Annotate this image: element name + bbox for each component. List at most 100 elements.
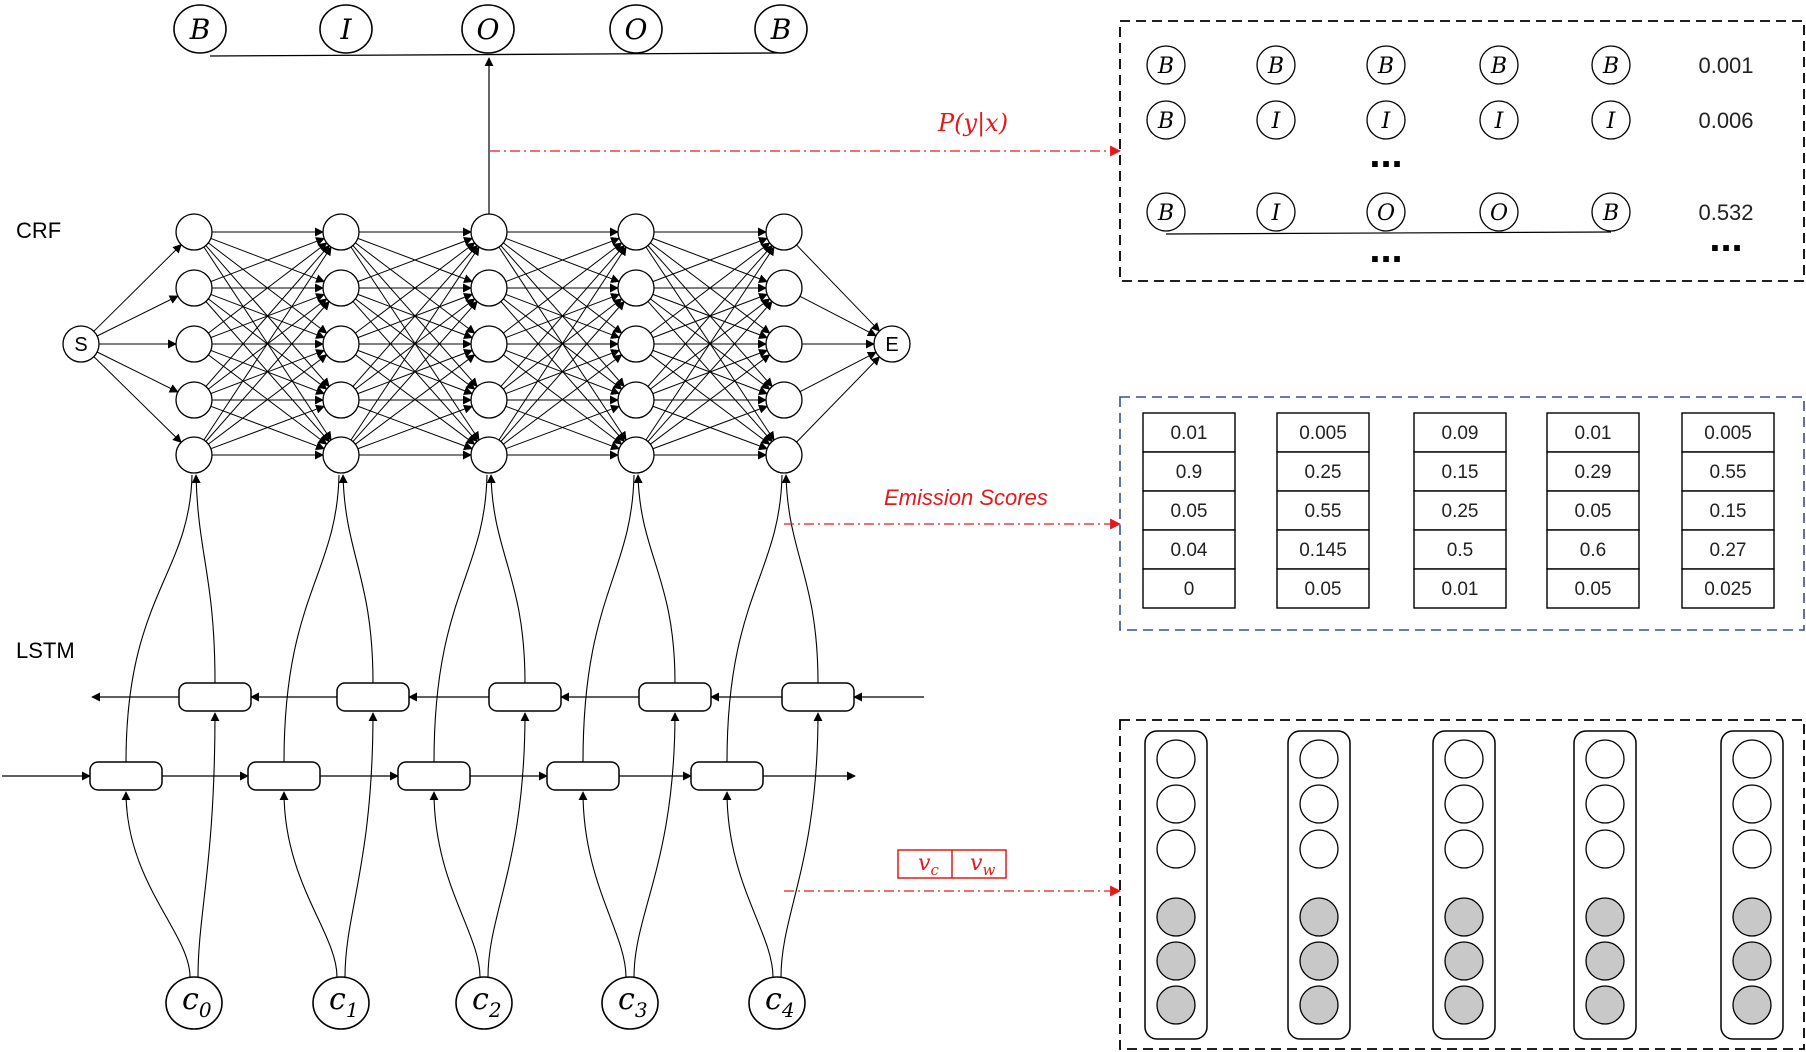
input-char-label: c2 <box>472 982 502 1022</box>
path-tag-node <box>1479 192 1519 232</box>
crf-node <box>322 381 360 419</box>
crf-node <box>322 269 360 307</box>
input-char-node <box>455 976 513 1030</box>
lstm-forward-cell <box>247 761 321 791</box>
input-to-backward-wire <box>633 712 680 978</box>
path-tag-node <box>1591 192 1631 232</box>
path-tag-node <box>1366 45 1406 85</box>
output-tag-node <box>173 4 227 54</box>
path-tag-node <box>1366 100 1406 140</box>
emission-score-value: 0.05 <box>1575 501 1612 522</box>
path-tag-label: B <box>1157 109 1174 134</box>
emission-score-cell <box>1276 412 1370 453</box>
path-probability-value: 0.001 <box>1698 53 1753 78</box>
transition-edge <box>650 242 771 334</box>
transition-edge <box>650 354 771 445</box>
path-tag-node <box>1146 192 1186 232</box>
crf-node <box>175 213 213 251</box>
lstm-backward-cell <box>488 682 562 712</box>
char-embedding-unit <box>1299 829 1339 869</box>
end-transition-edge <box>796 244 881 332</box>
crf-node <box>617 436 655 474</box>
input-to-backward-wire <box>487 712 530 978</box>
path-tag-node <box>1256 192 1296 232</box>
emission-score-value: 0.29 <box>1575 462 1612 483</box>
path-tag-label: B <box>1267 54 1284 79</box>
crf-node <box>765 325 803 363</box>
lstm-backward-cell <box>781 682 855 712</box>
emission-score-cell <box>1546 451 1640 492</box>
path-tag-label: O <box>1377 201 1395 226</box>
word-embedding-unit <box>1585 941 1625 981</box>
end-transition-edge <box>799 351 877 393</box>
path-tag-node <box>1366 192 1406 232</box>
end-transition-edge <box>799 295 877 337</box>
crf-node <box>322 325 360 363</box>
forward-to-crf-wire <box>582 474 635 763</box>
bilstm-layer <box>2 682 924 791</box>
path-tag-label: I <box>1271 109 1282 134</box>
ellipsis-dots: ... <box>1709 216 1742 260</box>
transition-edge <box>210 237 326 283</box>
probability-label: P(y|x) <box>937 109 1008 138</box>
transition-edge <box>500 300 625 442</box>
input-char-node <box>165 976 223 1030</box>
emission-score-cell <box>1142 529 1236 570</box>
lstm-backward-cell <box>336 682 410 712</box>
emission-score-value: 0.05 <box>1171 501 1208 522</box>
forward-to-crf-wire <box>125 474 193 763</box>
path-tag-node <box>1256 100 1296 140</box>
emission-scores-label: Emission Scores <box>884 485 1048 510</box>
path-probability-value: 0.006 <box>1698 108 1753 133</box>
emission-score-value: 0.15 <box>1710 501 1747 522</box>
crf-node <box>765 269 803 307</box>
word-embedding-unit <box>1299 941 1339 981</box>
crf-transition-edges <box>93 227 881 460</box>
path-tag-node <box>1479 45 1519 85</box>
lstm-forward-cell <box>690 761 764 791</box>
crf-node <box>175 381 213 419</box>
emission-score-cell <box>1276 490 1370 531</box>
emission-score-value: 0.25 <box>1305 462 1342 483</box>
crf-node <box>617 269 655 307</box>
char-embedding-unit <box>1732 829 1772 869</box>
transition-edge <box>505 404 620 450</box>
emission-score-cell <box>1142 490 1236 531</box>
input-char-label: c3 <box>618 982 648 1022</box>
input-to-forward-wire <box>279 791 338 978</box>
annotation-arrows <box>490 145 1122 897</box>
char-embedding-unit <box>1732 784 1772 824</box>
crf-start-node: S <box>62 325 100 363</box>
char-embedding-unit <box>1156 829 1196 869</box>
backward-to-crf-wire <box>633 474 676 684</box>
input-to-forward-wire <box>429 791 481 978</box>
emission-score-cell <box>1276 529 1370 570</box>
forward-to-crf-wire <box>726 474 783 763</box>
char-embedding-unit <box>1156 784 1196 824</box>
output-tag-node <box>319 4 373 54</box>
output-tag-label: O <box>625 13 648 46</box>
input-to-backward-wire <box>344 712 378 978</box>
emission-score-value: 0.5 <box>1447 540 1473 561</box>
emission-score-value: 0.05 <box>1305 579 1342 600</box>
output-tag-label: O <box>477 13 500 46</box>
transition-edge <box>352 244 478 387</box>
char-embedding-unit <box>1444 784 1484 824</box>
emission-score-cell <box>1546 490 1640 531</box>
char-embedding-unit <box>1299 784 1339 824</box>
transition-edge <box>652 237 769 283</box>
output-tag-node <box>609 4 663 54</box>
word-embedding-unit <box>1156 985 1196 1025</box>
char-embedding-unit <box>1585 829 1625 869</box>
transition-edge <box>355 354 476 445</box>
emission-score-value: 0.01 <box>1575 423 1612 444</box>
input-to-backward-wire <box>197 712 220 978</box>
forward-to-crf-wire <box>283 474 340 763</box>
transition-edge <box>498 246 627 441</box>
emission-score-value: 0.05 <box>1575 579 1612 600</box>
end-transition-edge <box>796 356 881 443</box>
input-char-node <box>312 976 370 1030</box>
